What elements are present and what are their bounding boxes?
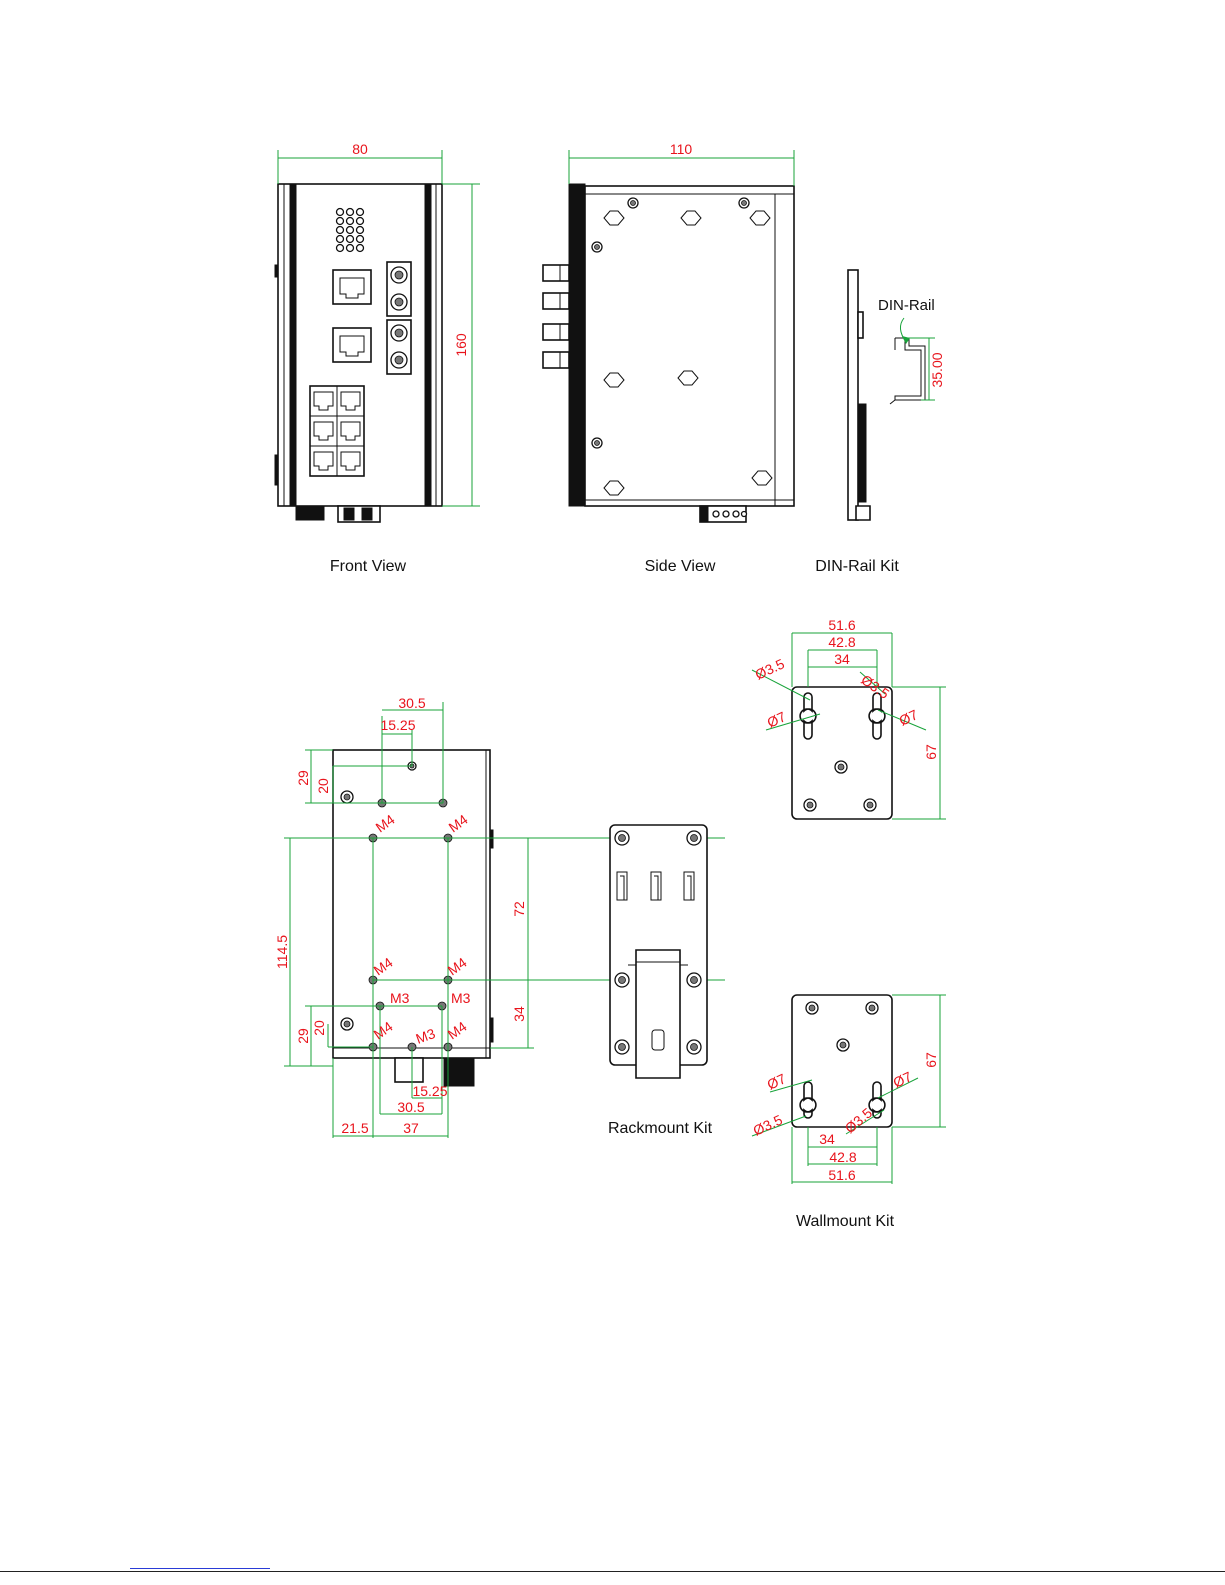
wallmount-hole-large: Ø7 [765, 1070, 789, 1092]
back-view-body [333, 750, 490, 1058]
footer-rule [0, 1571, 1225, 1572]
back-top-offset-outer: 29 [295, 770, 311, 786]
front-left-rail [290, 184, 296, 506]
front-height-dimension: 160 [453, 333, 469, 357]
screw-label: M3 [451, 990, 471, 1006]
side-width-dimension: 110 [670, 141, 693, 157]
back-bottom-span: 37 [403, 1120, 419, 1136]
wallmount-top-width-outer: 51.6 [828, 617, 855, 633]
front-view-caption: Front View [330, 558, 407, 575]
side-view: 110 Side View [543, 141, 794, 575]
back-right-upper: 72 [511, 901, 527, 917]
din-rail-kit: DIN-Rail 35.00 DIN-Rail Kit [815, 270, 945, 575]
wallmount-hole-large: Ø7 [891, 1068, 915, 1090]
back-left-margin: 21.5 [341, 1120, 368, 1136]
footer-link-underline[interactable] [130, 1568, 270, 1569]
wallmount-bottom-width-mid: 42.8 [829, 1149, 856, 1165]
back-top-offset-inner: 20 [315, 778, 331, 794]
wallmount-top-width-inner: 34 [834, 651, 850, 667]
wallmount-bottom-width-outer: 51.6 [828, 1167, 855, 1183]
front-view: 80 160 Front View [275, 141, 480, 575]
rj45-port-block [310, 386, 364, 476]
din-plate [848, 270, 858, 520]
din-rail-profile [895, 338, 925, 400]
back-bottom-width: 30.5 [397, 1099, 424, 1115]
wallmount-kit-top: 51.6 42.8 34 67 Ø3.5 Ø7 Ø3.5 Ø7 [752, 617, 946, 819]
front-width-dimension: 80 [352, 141, 368, 157]
wallmount-hole-small: Ø3.5 [751, 1111, 785, 1138]
side-view-body [585, 186, 794, 506]
front-right-rail [425, 184, 431, 506]
middle-rj45-port [333, 328, 371, 362]
side-connectors [543, 265, 569, 368]
wallmount-hole-large: Ø7 [897, 706, 921, 728]
wallmount-kit-bottom: 67 34 42.8 51.6 Ø7 Ø3.5 Ø3.5 Ø7 Wallmoun… [751, 995, 946, 1230]
back-bottom-offset-inner: 20 [311, 1020, 327, 1036]
terminal-block [700, 506, 747, 522]
fiber-port-pair-lower [387, 320, 411, 374]
side-view-caption: Side View [645, 558, 716, 575]
din-rail-label: DIN-Rail [878, 297, 935, 314]
rackmount-clip [636, 950, 680, 1078]
back-top-width: 30.5 [398, 695, 425, 711]
wallmount-bottom-width-inner: 34 [819, 1131, 835, 1147]
upper-rj45-port [333, 270, 371, 304]
din-rail-height-dimension: 35.00 [929, 352, 945, 387]
back-height-total: 114.5 [274, 935, 290, 969]
rackmount-kit: Rackmount Kit [608, 825, 713, 1137]
back-bottom-offset-outer: 29 [295, 1028, 311, 1044]
rackmount-kit-caption: Rackmount Kit [608, 1120, 713, 1137]
wallmount-hole-small: Ø3.5 [753, 655, 787, 682]
wallmount-top-width-mid: 42.8 [828, 634, 855, 650]
screw-label: M3 [390, 990, 410, 1006]
wallmount-hole-large: Ø7 [765, 708, 789, 730]
front-bottom-connectors [296, 506, 380, 522]
wallmount-bottom-height: 67 [923, 1052, 939, 1068]
back-bottom-half: 15.25 [412, 1083, 447, 1099]
led-indicator-grid [337, 209, 364, 252]
side-front-panel [569, 184, 585, 506]
back-top-half: 15.25 [380, 717, 415, 733]
fiber-port-pair-upper [387, 262, 411, 316]
wallmount-kit-caption: Wallmount Kit [796, 1213, 895, 1230]
wallmount-top-height: 67 [923, 744, 939, 760]
back-right-lower: 34 [511, 1006, 527, 1022]
din-rail-kit-caption: DIN-Rail Kit [815, 558, 899, 575]
